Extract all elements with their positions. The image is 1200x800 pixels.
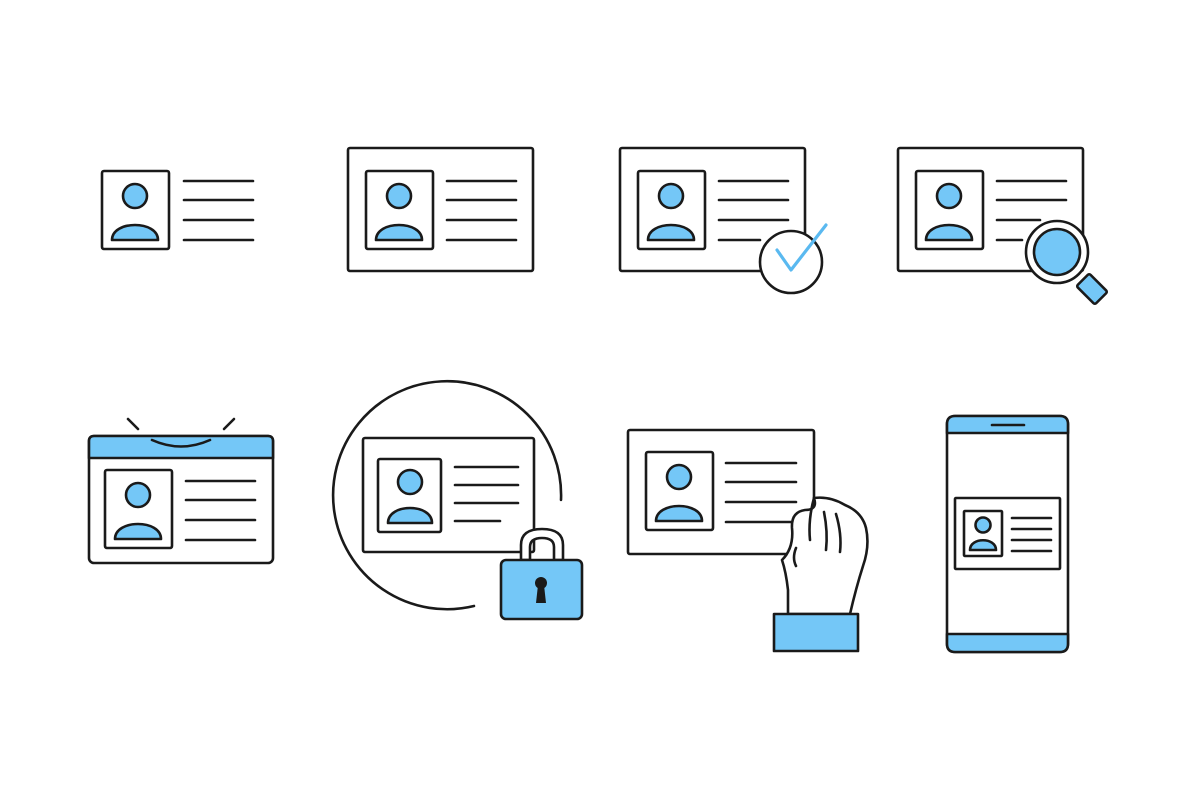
id-card-icon: [100, 169, 255, 251]
padlock-icon: [499, 527, 584, 621]
id-card-framed-icon: [346, 146, 535, 273]
id-card-secure-lock-icon: [331, 379, 584, 621]
id-card-verified-icon: [618, 146, 828, 295]
mobile-id-card-icon: [945, 414, 1070, 654]
magnifier-icon: [1024, 219, 1109, 306]
id-card-search-icon: [896, 146, 1109, 306]
checkmark-icon: [775, 223, 828, 272]
id-badge-icon: [87, 417, 275, 565]
hand-icon: [772, 496, 869, 653]
id-card-in-hand-icon: [626, 428, 869, 653]
check-badge: [758, 229, 824, 295]
